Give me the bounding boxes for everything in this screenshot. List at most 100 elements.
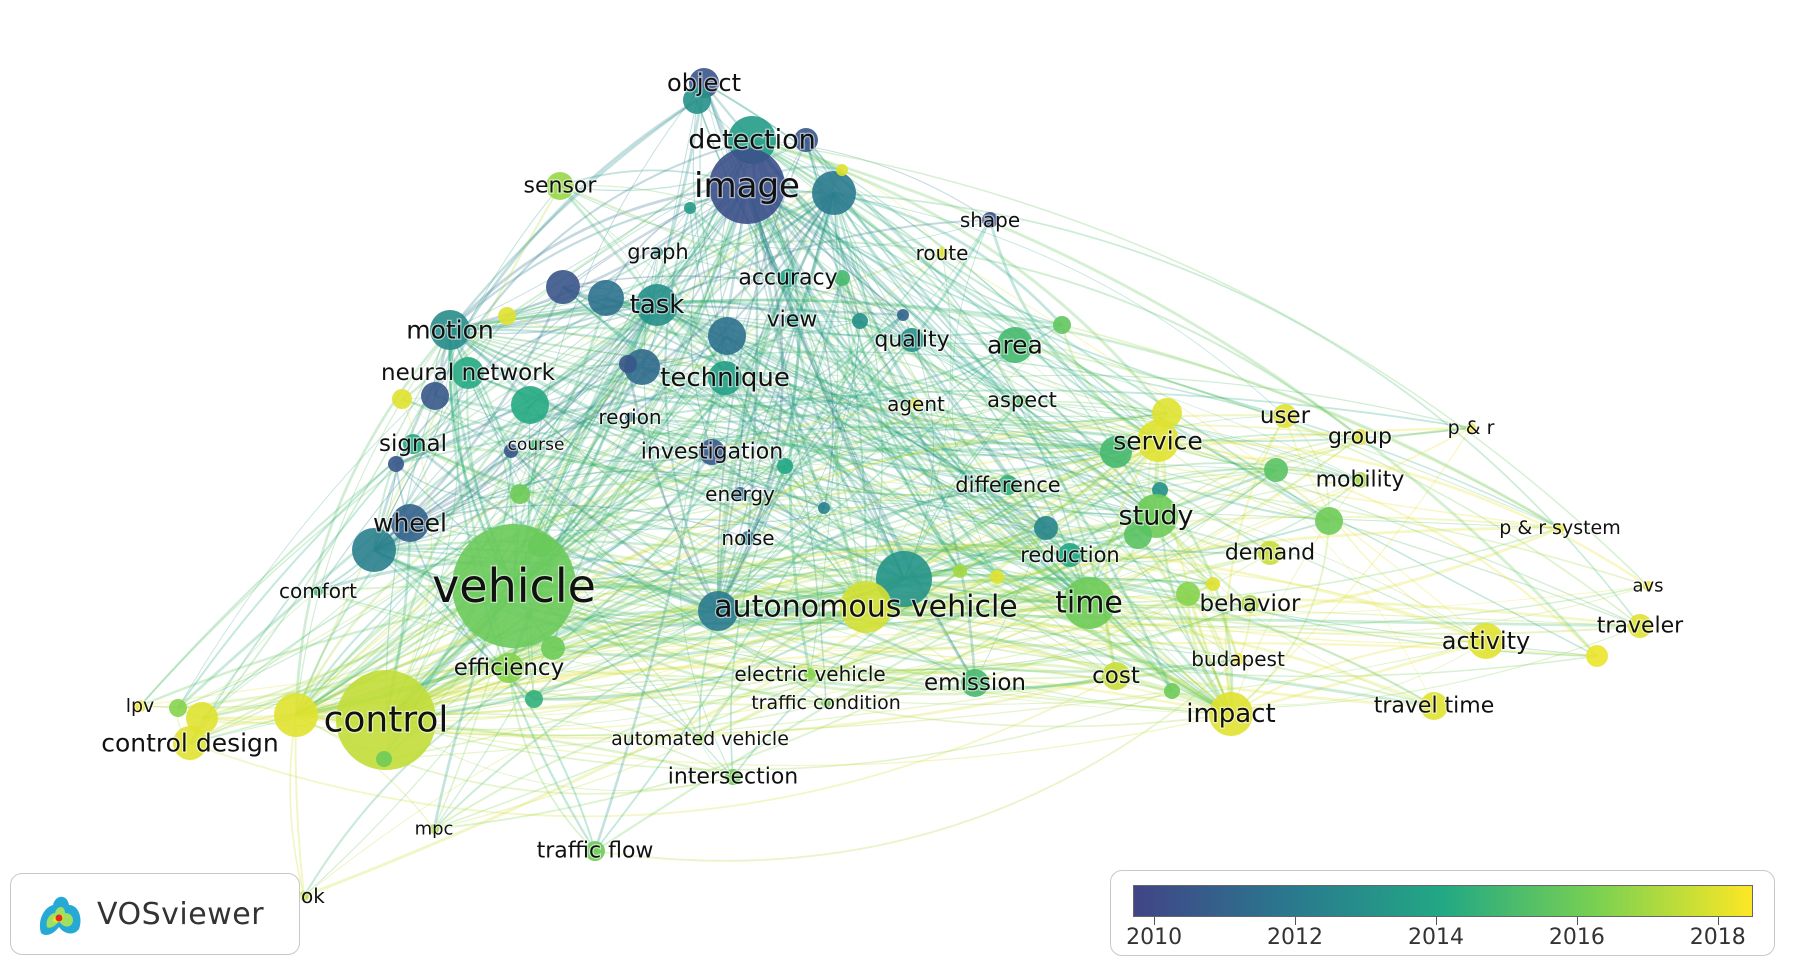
node-label[interactable]: emission — [923, 669, 1027, 698]
node-label[interactable]: technique — [659, 362, 791, 395]
node-traffic-flow[interactable] — [585, 841, 605, 861]
node-noise[interactable] — [741, 531, 755, 545]
node-label[interactable]: traveler — [1596, 612, 1686, 640]
node-unlabeled[interactable] — [274, 693, 318, 737]
node-unlabeled[interactable] — [352, 528, 396, 572]
node-unlabeled[interactable] — [1206, 577, 1220, 591]
node-label[interactable]: agent — [886, 391, 946, 418]
node-aspect[interactable] — [1017, 395, 1027, 405]
node-label[interactable]: wheel — [372, 507, 449, 539]
node-mobility[interactable] — [1352, 472, 1368, 488]
node-label[interactable]: cost — [1091, 662, 1141, 691]
node-unlabeled[interactable] — [541, 636, 565, 660]
node-label[interactable]: study — [1117, 499, 1194, 533]
node-unlabeled[interactable] — [876, 551, 932, 607]
node-label[interactable]: behavior — [1198, 590, 1302, 619]
node-reduction[interactable] — [1058, 543, 1082, 567]
node-unlabeled[interactable] — [834, 270, 850, 286]
node-label[interactable]: traffic condition — [750, 691, 902, 716]
node-control-design[interactable] — [173, 726, 207, 760]
node-label[interactable]: demand — [1224, 539, 1317, 567]
node-unlabeled[interactable] — [836, 164, 848, 176]
node-label[interactable]: impact — [1185, 698, 1277, 731]
node-label[interactable]: course — [506, 434, 565, 457]
node-technique[interactable] — [708, 361, 742, 395]
node-unlabeled[interactable] — [1124, 521, 1152, 549]
node-behavior[interactable] — [1241, 595, 1259, 613]
node-label[interactable]: image — [693, 165, 801, 208]
node-unlabeled[interactable] — [525, 690, 543, 708]
node-mpc[interactable] — [429, 824, 439, 834]
node-label[interactable]: graph — [626, 239, 690, 266]
node-label[interactable]: time — [1054, 584, 1124, 622]
node-signal[interactable] — [403, 434, 423, 454]
node-label[interactable]: object — [666, 68, 742, 99]
node-unlabeled[interactable] — [698, 591, 738, 631]
node-time[interactable] — [1063, 577, 1115, 629]
node-unlabeled[interactable] — [1100, 436, 1132, 468]
node-unlabeled[interactable] — [546, 270, 580, 304]
node-label[interactable]: mpc — [413, 817, 454, 841]
node-label[interactable]: quality — [873, 326, 951, 354]
node-label[interactable]: aspect — [986, 387, 1058, 414]
node-label[interactable]: shape — [959, 207, 1022, 234]
node-unlabeled[interactable] — [818, 502, 830, 514]
node-control[interactable] — [336, 670, 436, 770]
node-unlabeled[interactable] — [990, 570, 1004, 584]
node-traveler[interactable] — [1628, 614, 1652, 638]
node-difference[interactable] — [998, 475, 1018, 495]
node-label[interactable]: mobility — [1314, 466, 1405, 494]
node-graph[interactable] — [653, 247, 663, 257]
node-unlabeled[interactable] — [1164, 683, 1180, 699]
node-unlabeled[interactable] — [1176, 582, 1200, 606]
node-wheel[interactable] — [391, 504, 429, 542]
node-lpv[interactable] — [134, 700, 146, 712]
node-label[interactable]: neural network — [380, 359, 557, 388]
node-unlabeled[interactable] — [186, 702, 218, 734]
node-unlabeled[interactable] — [897, 309, 909, 321]
node-comfort[interactable] — [313, 586, 323, 596]
node-efficiency[interactable] — [494, 653, 524, 683]
node-label[interactable]: sensor — [522, 172, 598, 200]
node-label[interactable]: budapest — [1190, 646, 1286, 673]
node-label[interactable]: p & r system — [1498, 516, 1622, 541]
node-unlabeled[interactable] — [1152, 398, 1182, 428]
node-p-r[interactable] — [1466, 423, 1476, 433]
node-label[interactable]: user — [1259, 402, 1312, 431]
node-unlabeled[interactable] — [504, 444, 518, 458]
node-group[interactable] — [1352, 429, 1368, 445]
node-unlabeled[interactable] — [953, 564, 967, 578]
node-label[interactable]: control design — [100, 727, 280, 759]
node-energy[interactable] — [733, 487, 747, 501]
node-electric-vehicle[interactable] — [804, 668, 816, 680]
node-label[interactable]: task — [628, 289, 685, 322]
node-route[interactable] — [936, 247, 948, 259]
node-label[interactable]: investigation — [640, 438, 785, 466]
node-unlabeled[interactable] — [777, 458, 793, 474]
node-unlabeled[interactable] — [619, 355, 637, 373]
node-unlabeled[interactable] — [388, 456, 404, 472]
node-label[interactable]: service — [1112, 425, 1204, 457]
node-unlabeled[interactable] — [376, 751, 392, 767]
node-impact[interactable] — [1209, 692, 1253, 736]
node-unlabeled[interactable] — [392, 389, 412, 409]
node-unlabeled[interactable] — [1586, 645, 1608, 667]
node-unlabeled[interactable] — [684, 202, 696, 214]
node-demand[interactable] — [1258, 541, 1282, 565]
node-avs[interactable] — [1643, 581, 1653, 591]
node-neural-network[interactable] — [452, 357, 484, 389]
node-image[interactable] — [709, 148, 785, 224]
node-vehicle[interactable] — [452, 524, 576, 648]
node-emission[interactable] — [961, 669, 989, 697]
node-unlabeled[interactable] — [812, 171, 856, 215]
node-task[interactable] — [636, 284, 678, 326]
node-budapest[interactable] — [1232, 653, 1244, 665]
node-agent[interactable] — [910, 398, 922, 410]
node-label[interactable]: traffic flow — [535, 837, 654, 865]
node-label[interactable]: energy — [704, 481, 776, 508]
node-label[interactable]: intersection — [667, 763, 800, 791]
node-unlabeled[interactable] — [421, 382, 449, 410]
node-unlabeled[interactable] — [1264, 458, 1288, 482]
node-unlabeled[interactable] — [683, 86, 711, 114]
node-label[interactable]: view — [765, 306, 818, 334]
